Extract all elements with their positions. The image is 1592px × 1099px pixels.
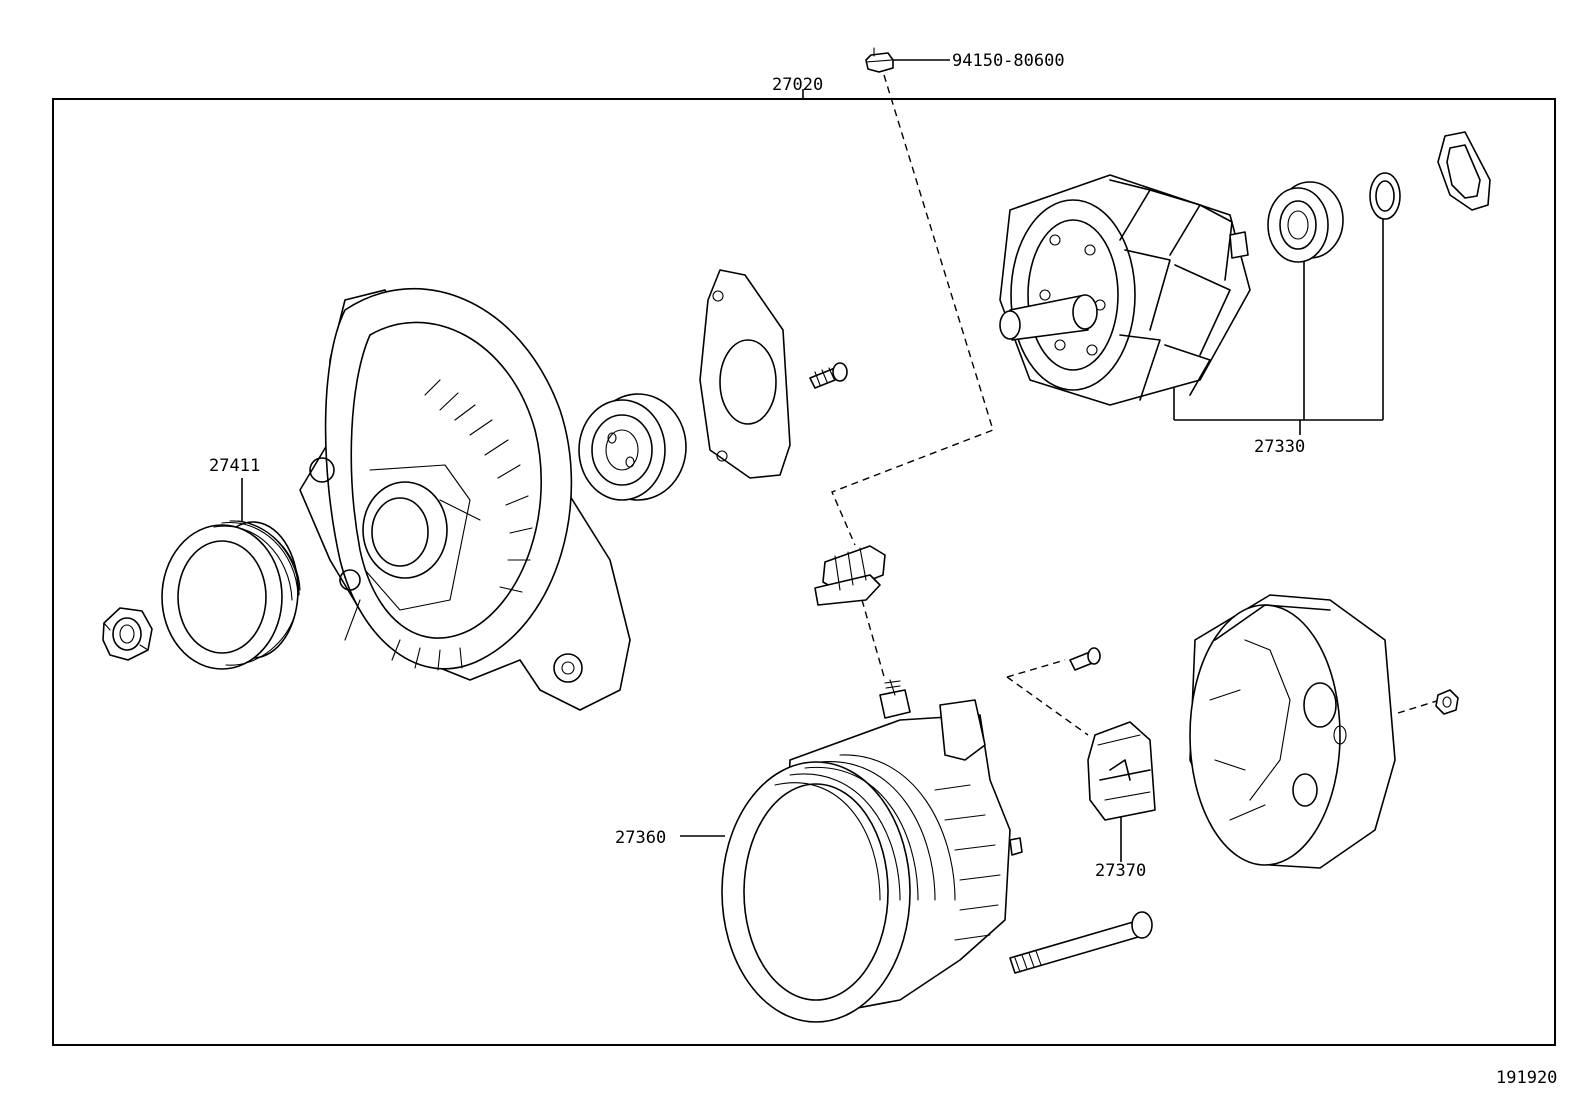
- stator-fins: [934, 784, 1001, 941]
- stator-27360[interactable]: [721, 679, 1023, 1023]
- rear-bearing[interactable]: [1267, 181, 1344, 263]
- frame-vent-slots: [391, 379, 533, 671]
- label-27411[interactable]: 27411: [209, 456, 260, 476]
- bearing-retainer-plate[interactable]: [699, 269, 791, 479]
- rotor-claw-poles: [1109, 179, 1233, 401]
- bolt-cap-94150-80600[interactable]: [865, 47, 894, 73]
- label-27360[interactable]: 27360: [615, 828, 666, 848]
- leader-lines: [241, 59, 1384, 862]
- label-27370[interactable]: 27370: [1095, 861, 1146, 881]
- label-27020[interactable]: 27020: [772, 75, 823, 95]
- retainer-screw[interactable]: [809, 362, 848, 389]
- pulley-nut[interactable]: [102, 607, 153, 661]
- terminal-insulator[interactable]: [814, 545, 886, 606]
- drive-end-frame[interactable]: [299, 287, 631, 711]
- bearing-cover[interactable]: [1437, 131, 1491, 211]
- label-94150-80600[interactable]: 94150-80600: [952, 51, 1065, 71]
- pulley-27411[interactable]: [161, 520, 301, 670]
- cover-nut[interactable]: [1435, 689, 1459, 715]
- assembly-frame: [52, 98, 1556, 1046]
- rear-end-cover[interactable]: [1189, 594, 1396, 869]
- rotor[interactable]: [999, 174, 1251, 406]
- assembly-dashed-lines: [831, 74, 1441, 736]
- regulator-bolt[interactable]: [1069, 647, 1101, 671]
- label-191920: 191920: [1496, 1068, 1557, 1088]
- regulator-27370[interactable]: [1087, 721, 1156, 821]
- front-bearing[interactable]: [578, 393, 687, 501]
- label-27330[interactable]: 27330: [1254, 437, 1305, 457]
- bearing-washer[interactable]: [1369, 172, 1401, 220]
- through-bolt[interactable]: [1009, 911, 1153, 974]
